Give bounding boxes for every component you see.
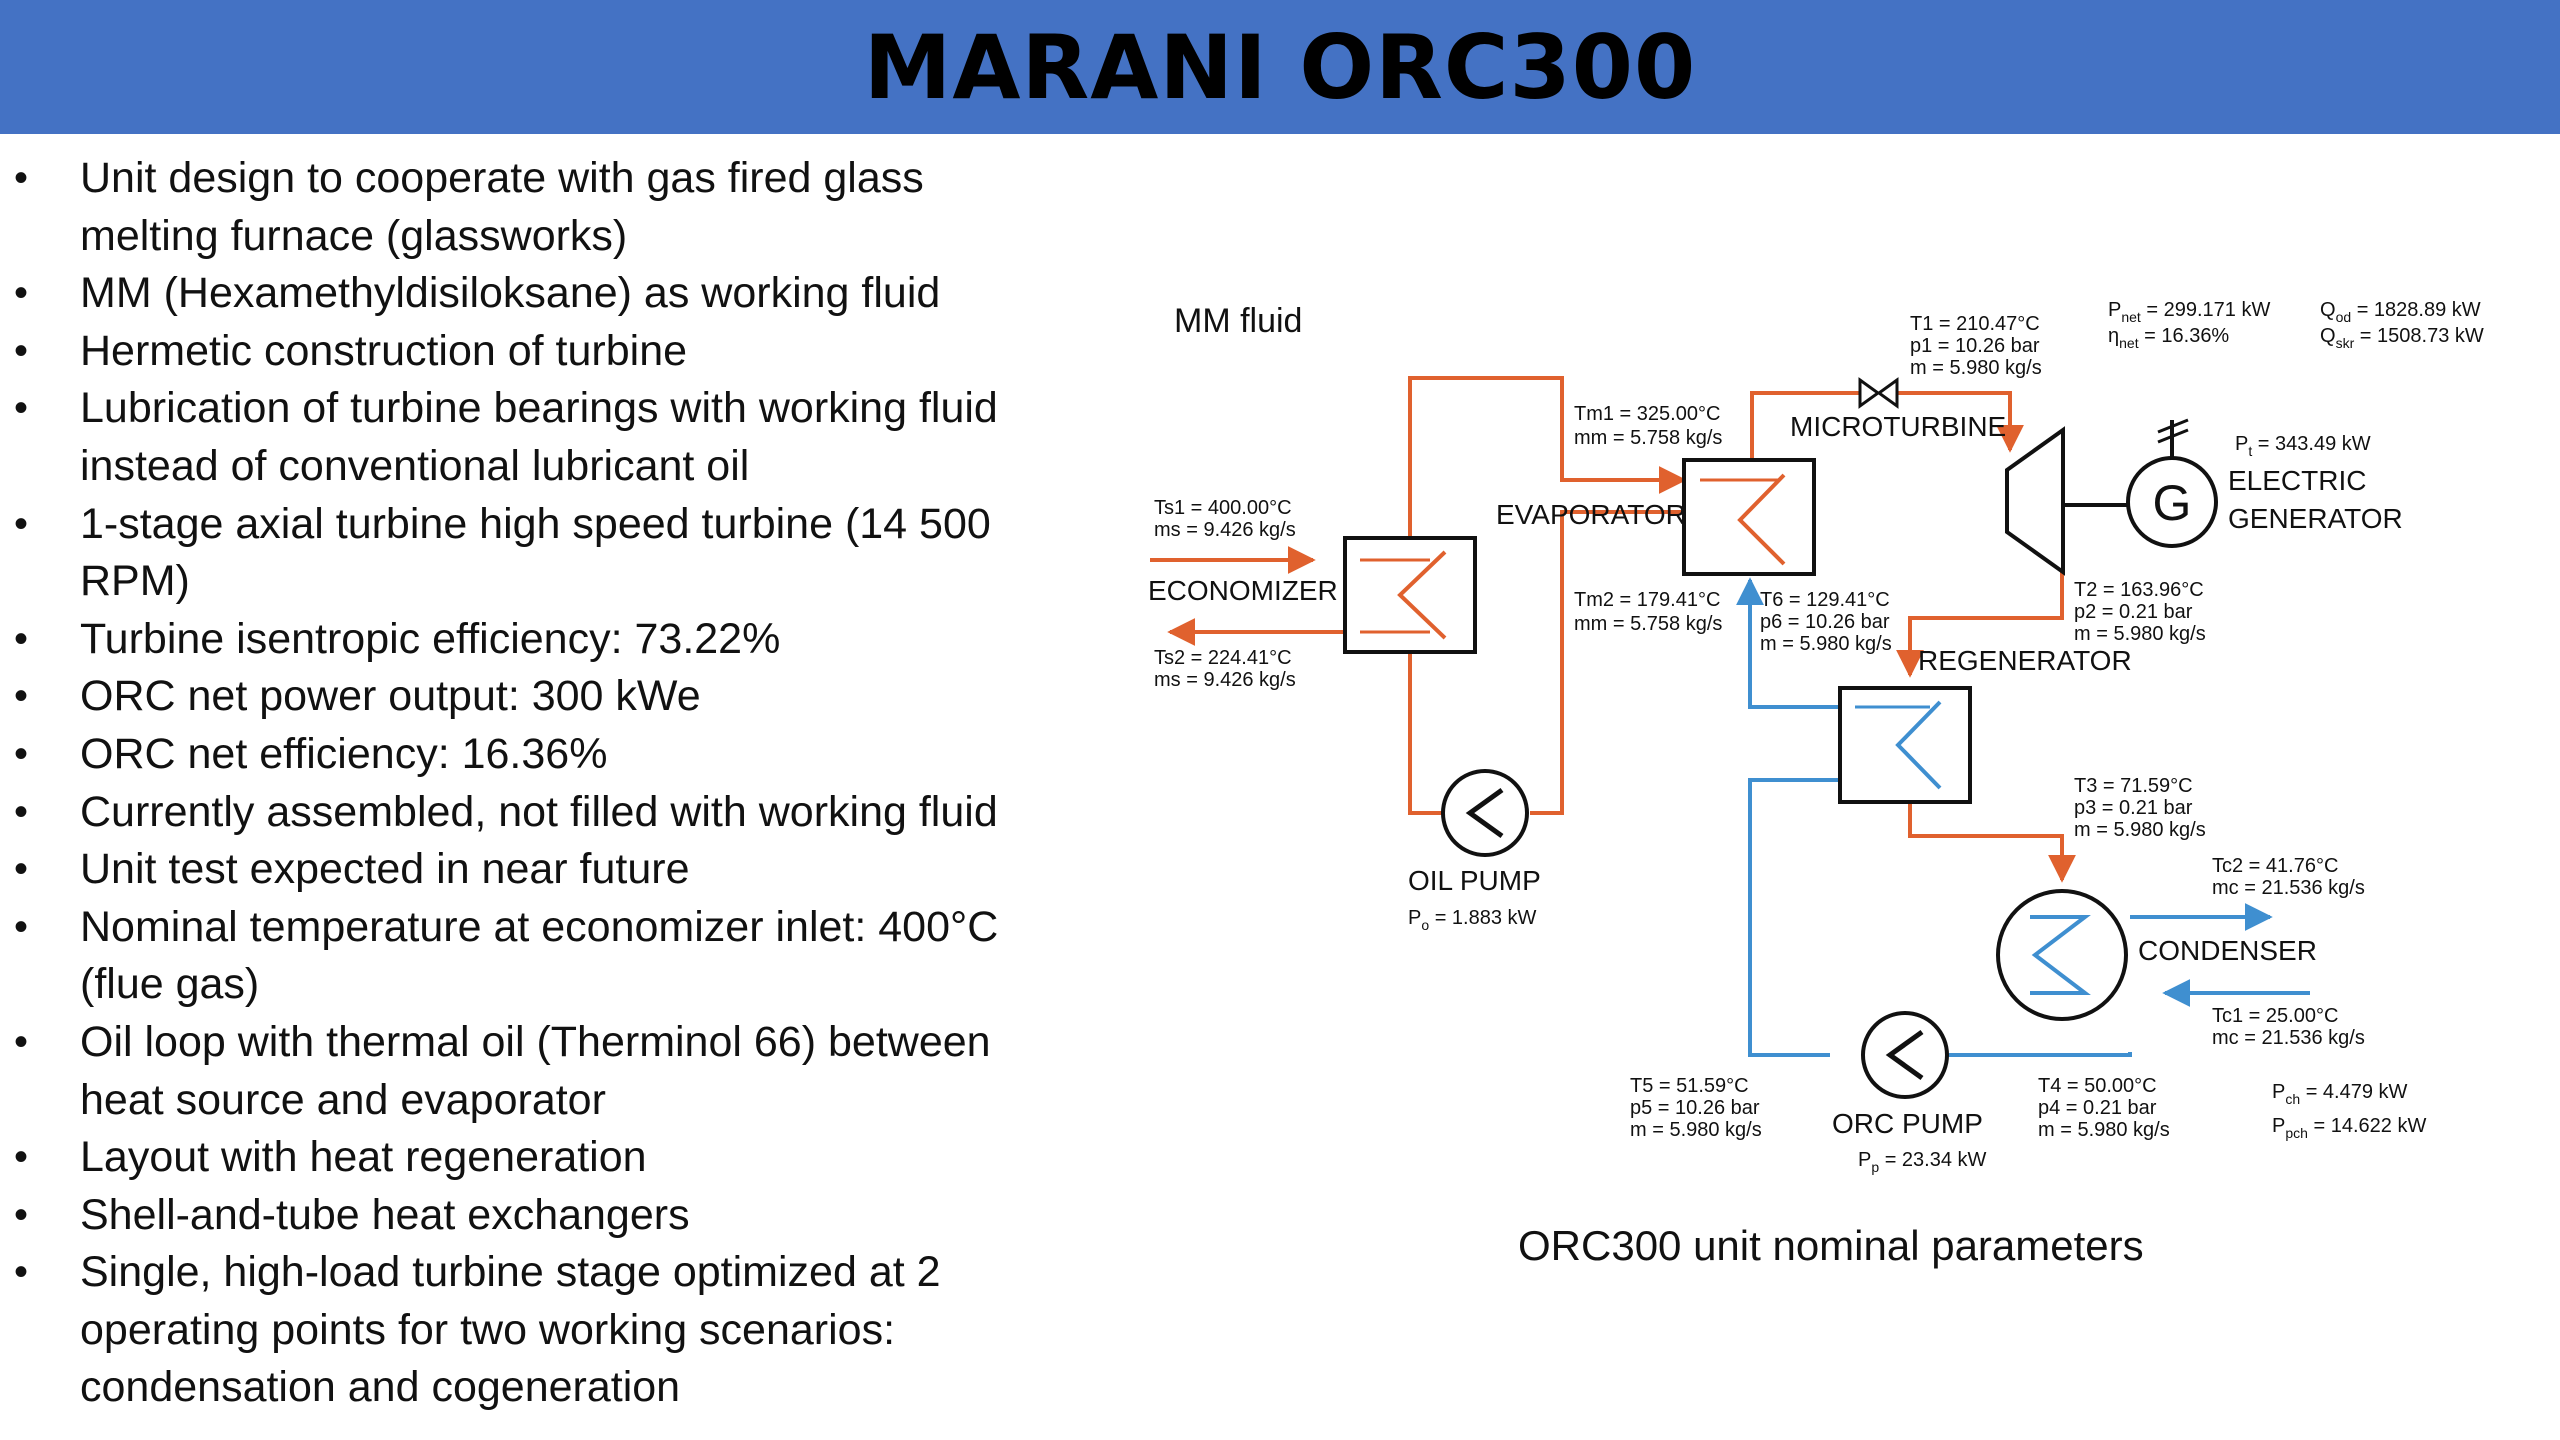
power-pt: Pt = 343.49 kW <box>2235 433 2371 459</box>
turbine-icon <box>2005 426 2065 576</box>
bullet-text: Layout with heat regeneration <box>80 1133 647 1182</box>
power-eta-net: ηnet = 16.36% <box>2108 325 2229 351</box>
title-bar: MARANI ORC300 <box>0 0 2560 134</box>
bullet-dot: • <box>14 501 29 546</box>
bullet-dot: • <box>14 847 29 892</box>
bullet-item: • Unit test expected in near future <box>14 841 1074 899</box>
orc-hot-pipes <box>1750 391 2076 883</box>
bullet-item: • Oil loop with thermal oil (Therminol 66… <box>14 1014 1074 1129</box>
evaporator-symbol <box>1682 458 1816 576</box>
oil-pump-icon <box>1441 769 1529 857</box>
bullet-item: • ORC net efficiency: 16.36% <box>14 726 1074 784</box>
bullet-item: • MM (Hexamethyldisiloksane) as working f… <box>14 265 1074 323</box>
bullet-list: • Unit design to cooperate with gas fired… <box>14 150 1074 1417</box>
bullet-text: Hermetic construction of turbine <box>80 326 688 375</box>
bullet-item: • Unit design to cooperate with gas fired… <box>14 150 1074 265</box>
bullet-text: ORC net power output: 300 kWe <box>80 672 701 721</box>
valve-icon <box>1858 377 1899 409</box>
bullet-dot: • <box>14 789 29 834</box>
orc-pump-icon <box>1861 1011 1949 1099</box>
bullet-dot: • <box>14 328 29 373</box>
bullet-text: Single, high-load turbine stage optimize… <box>80 1248 941 1412</box>
bullet-text: Nominal temperature at economizer inlet:… <box>80 902 999 1009</box>
generator-label-1: ELECTRIC <box>2228 465 2366 496</box>
economizer-symbol <box>1343 536 1477 654</box>
power-ppch: Ppch = 14.622 kW <box>2272 1115 2426 1141</box>
bullet-text: 1-stage axial turbine high speed turbine… <box>80 499 991 606</box>
orc-cold-pipes <box>1736 577 2310 1069</box>
bullet-text: Lubrication of turbine bearings with wor… <box>80 384 998 490</box>
bullet-text: Turbine isentropic efficiency: 73.22% <box>80 614 781 663</box>
bullet-dot: • <box>14 674 29 719</box>
power-qod: Qod = 1828.89 kW <box>2320 299 2481 325</box>
oil-loop-pipes <box>1408 376 1687 815</box>
bullet-dot: • <box>14 1250 29 1295</box>
bullet-dot: • <box>14 386 29 431</box>
bullet-dot: • <box>14 731 29 776</box>
regenerator-label: REGENERATOR <box>1918 645 2132 676</box>
bullet-dot: • <box>14 156 29 200</box>
mm-fluid-label: MM fluid <box>1174 302 1302 340</box>
bullet-text: MM (Hexamethyldisiloksane) as working fl… <box>80 269 941 318</box>
bullet-text: Unit design to cooperate with gas fired … <box>80 154 924 260</box>
bullet-dot: • <box>14 904 29 949</box>
regenerator-symbol <box>1838 686 1972 804</box>
condenser-symbol <box>1996 889 2128 1021</box>
bullet-item: • Turbine isentropic efficiency: 73.22% <box>14 611 1074 669</box>
power-pnet: Pnet = 299.171 kW <box>2108 299 2270 325</box>
oil-pump-label: OIL PUMP <box>1408 865 1541 896</box>
bullet-text: Oil loop with thermal oil (Therminol 66)… <box>80 1017 991 1124</box>
economizer-label: ECONOMIZER <box>1148 575 1338 606</box>
bullet-dot: • <box>14 1192 29 1237</box>
bullet-dot: • <box>14 1019 29 1064</box>
bullet-item: • 1-stage axial turbine high speed turbin… <box>14 496 1074 611</box>
bullet-item: • Hermetic construction of turbine <box>14 323 1074 381</box>
bullet-dot: • <box>14 616 29 661</box>
bullet-text: Unit test expected in near future <box>80 845 690 894</box>
bullet-item: • Single, high-load turbine stage optimiz… <box>14 1244 1074 1417</box>
condenser-label: CONDENSER <box>2138 935 2317 966</box>
orc-schematic: G MM fluid ECONOMIZER EVAPORATOR MICROTU… <box>1148 299 2484 1175</box>
bullet-item: • ORC net power output: 300 kWe <box>14 668 1074 726</box>
microturbine-label: MICROTURBINE <box>1790 411 2006 442</box>
power-pp: Pp = 23.34 kW <box>1858 1149 1987 1175</box>
bullet-dot: • <box>14 1135 29 1180</box>
power-qskr: Qskr = 1508.73 kW <box>2320 325 2484 351</box>
slide-title: MARANI ORC300 <box>863 15 1697 119</box>
bullet-text: ORC net efficiency: 16.36% <box>80 729 608 778</box>
power-po: Po = 1.883 kW <box>1408 907 1537 933</box>
generator-label-2: GENERATOR <box>2228 503 2403 534</box>
bullet-item: • Currently assembled, not filled with wo… <box>14 784 1074 842</box>
bullet-text: Currently assembled, not filled with wor… <box>80 787 998 836</box>
evaporator-label: EVAPORATOR <box>1496 499 1686 530</box>
bullet-item: • Nominal temperature at economizer inlet… <box>14 899 1074 1014</box>
flue-gas-pipes <box>1150 546 1350 646</box>
bullet-item: • Layout with heat regeneration <box>14 1129 1074 1187</box>
generator-icon: G <box>2126 418 2218 548</box>
bullet-item: • Lubrication of turbine bearings with wo… <box>14 380 1074 495</box>
bullet-text: Shell-and-tube heat exchangers <box>80 1190 690 1239</box>
bullet-dot: • <box>14 271 29 316</box>
power-pch: Pch = 4.479 kW <box>2272 1081 2408 1107</box>
orc-pump-label: ORC PUMP <box>1832 1108 1983 1139</box>
diagram-caption: ORC300 unit nominal parameters <box>1518 1222 2144 1269</box>
generator-symbol-text: G <box>2153 475 2192 531</box>
bullet-item: • Shell-and-tube heat exchangers <box>14 1187 1074 1245</box>
